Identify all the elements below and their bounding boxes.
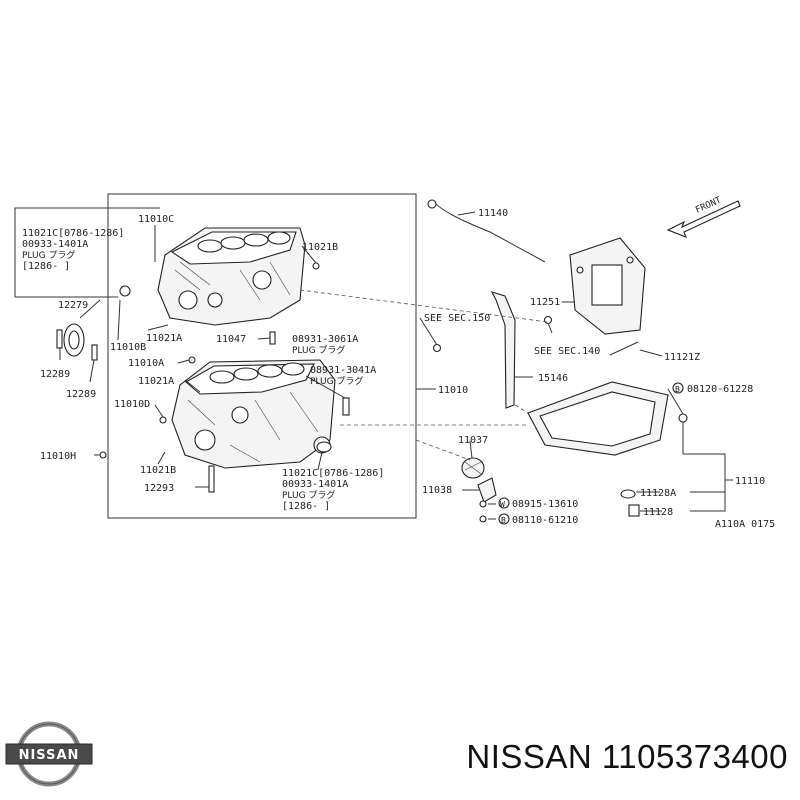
bolt-08915 <box>479 500 487 508</box>
dowel-12289a <box>56 329 63 349</box>
front-arrow-icon <box>666 200 741 238</box>
label-11010B: 11010B <box>110 342 146 353</box>
leader-lines <box>59 211 733 520</box>
brand-name: NISSAN <box>466 738 593 775</box>
label-11021A-top: 11021A <box>146 333 182 344</box>
label-08931-3041A: 08931-3041A <box>310 365 376 376</box>
label-11021B-bottom: 11021B <box>140 465 176 476</box>
plug-11010D <box>159 416 167 424</box>
label-11010H: 11010H <box>40 451 76 462</box>
label-11010A: 11010A <box>128 358 164 369</box>
product-title: NISSAN 1105373400 <box>466 738 788 776</box>
label-12279: 12279 <box>58 300 88 311</box>
logo-text: NISSAN <box>19 748 80 763</box>
cylinder-block-lower <box>171 359 336 469</box>
label-08931-3061A: 08931-3061A <box>292 334 358 345</box>
top-callout-box <box>14 207 160 297</box>
label-12293: 12293 <box>144 483 174 494</box>
block-assembly-frame <box>107 193 417 519</box>
label-11021C-top: 11021C[0786-1286] <box>22 228 124 239</box>
label-11121Z: 11121Z <box>664 352 700 363</box>
cylinder-block-upper <box>157 227 306 326</box>
plug-08931-3041A <box>342 397 350 416</box>
label-00933-top: 00933-1401A <box>22 239 88 250</box>
label-11038: 11038 <box>422 485 452 496</box>
plug-11010A <box>188 356 196 364</box>
label-plug-3041: PLUG プラグ <box>310 375 363 387</box>
bolt-sec150 <box>432 343 442 353</box>
label-see-sec150: SEE SEC.150 <box>424 313 490 324</box>
nissan-logo-icon: NISSAN <box>5 721 93 787</box>
oil-pan-11110 <box>527 341 669 456</box>
label-11140: 11140 <box>478 208 508 219</box>
rear-plate-11251 <box>569 237 646 335</box>
label-circle-B-bottom: B <box>501 516 506 525</box>
label-11021A-mid: 11021A <box>138 376 174 387</box>
label-11128: 11128 <box>643 507 673 518</box>
label-11021B-top: 11021B <box>302 242 338 253</box>
part-number: 1105373400 <box>601 738 788 775</box>
circle-badge-B-bottom <box>498 513 510 525</box>
label-circle-B-top: B <box>675 385 680 394</box>
label-range-top: [1286- ] <box>22 261 70 272</box>
label-plug-top: PLUG プラグ <box>22 249 75 261</box>
label-11037: 11037 <box>458 435 488 446</box>
label-plug-3061: PLUG プラグ <box>292 344 345 356</box>
label-08120: 08120-61228 <box>687 384 753 395</box>
bolt-08110 <box>479 515 487 523</box>
label-see-sec140: SEE SEC.140 <box>534 346 600 357</box>
plug-11010H <box>99 451 107 459</box>
dowel-12289b <box>91 344 98 361</box>
oil-seal-12279 <box>63 323 85 357</box>
figure-id: A110A 0175 <box>715 519 775 530</box>
plug-11021C-bottom <box>316 441 332 453</box>
label-11251: 11251 <box>530 297 560 308</box>
dashed-guides <box>299 289 549 461</box>
drain-plug-11128 <box>628 504 640 517</box>
label-11021C-bottom: 11021C[0786-1286] <box>282 468 384 479</box>
label-11010: 11010 <box>438 385 468 396</box>
washer-11128A <box>620 489 636 499</box>
bolt-sec140 <box>543 315 553 325</box>
label-11110: 11110 <box>735 476 765 487</box>
oil-dipstick-11140 <box>427 199 546 263</box>
plug-11010C <box>119 285 131 297</box>
label-00933-bottom: 00933-1401A <box>282 479 348 490</box>
label-plug-bottom: PLUG プラグ <box>282 489 335 501</box>
label-08110: 08110-61210 <box>512 515 578 526</box>
label-15146: 15146 <box>538 373 568 384</box>
circle-badge-B-top <box>672 382 684 394</box>
bolt-08120 <box>678 413 688 423</box>
label-range-bottom: [1286- ] <box>282 501 330 512</box>
bolt-12293 <box>208 465 215 493</box>
strainer-bracket-11038 <box>477 477 497 503</box>
label-12289a: 12289 <box>40 369 70 380</box>
bolt-11047 <box>269 331 276 345</box>
label-11010D: 11010D <box>114 399 150 410</box>
label-11128A: 11128A <box>640 488 676 499</box>
label-11047: 11047 <box>216 334 246 345</box>
label-circle-W: W <box>500 500 505 509</box>
circle-badge-W <box>498 497 510 509</box>
label-12289b: 12289 <box>66 389 96 400</box>
dipstick-tube-15146 <box>490 291 516 409</box>
plug-11021B-top <box>312 262 320 270</box>
label-11010C: 11010C <box>138 214 174 225</box>
label-08915: 08915-13610 <box>512 499 578 510</box>
oil-strainer-11037 <box>461 457 485 479</box>
